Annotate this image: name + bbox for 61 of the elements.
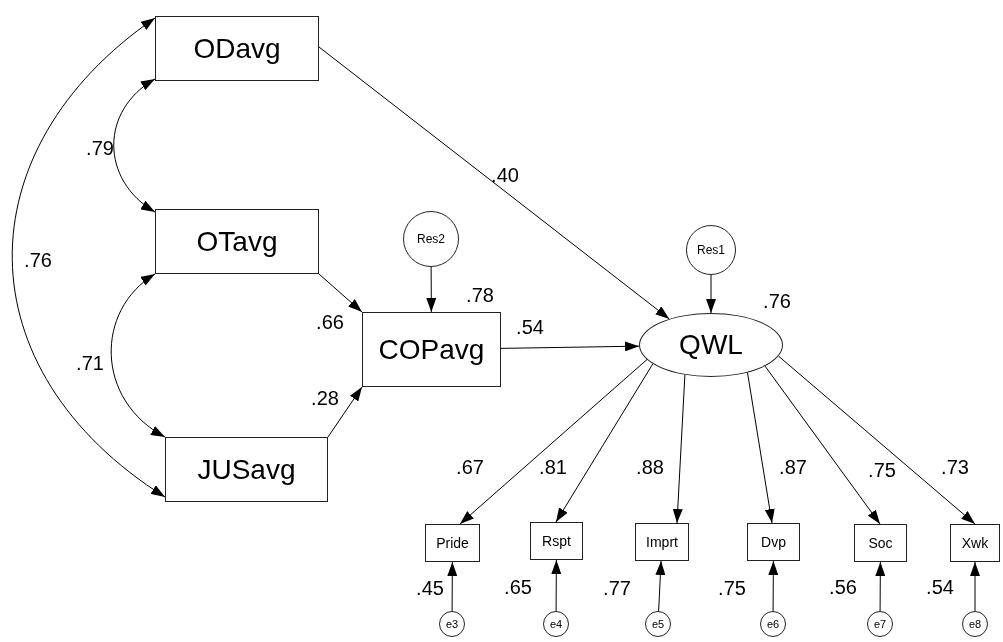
error-circle: e7 <box>867 611 893 637</box>
residual-circle: Res1 <box>686 225 736 275</box>
indicator-box: Xwk <box>950 524 1000 562</box>
path-arrow <box>551 559 562 612</box>
edge-label: .66 <box>316 312 344 332</box>
observed-variable-box: OTavg <box>155 209 319 274</box>
indicator-box: Rspt <box>530 522 583 560</box>
edge-label: .40 <box>491 165 519 185</box>
observed-variable-box: JUSavg <box>165 437 328 502</box>
error-circle: e6 <box>760 611 786 637</box>
path-arrow <box>459 359 648 525</box>
path-arrow <box>655 560 666 612</box>
r-squared-value: .77 <box>603 578 631 598</box>
path-arrow <box>318 273 363 313</box>
edge-label: .76 <box>24 250 52 270</box>
r-squared-value: .45 <box>416 578 444 598</box>
error-circle: e8 <box>962 611 988 637</box>
observed-variable-box: COPavg <box>362 312 501 387</box>
edge-label: .73 <box>941 457 969 477</box>
path-arrow <box>970 561 980 612</box>
path-arrow <box>318 46 670 320</box>
indicator-box: Imprt <box>635 523 689 561</box>
path-arrow <box>875 561 886 612</box>
path-arrow <box>555 363 654 523</box>
r-squared-value: .76 <box>763 291 791 311</box>
edge-label: .71 <box>76 353 104 373</box>
covariance-arrow <box>110 273 166 438</box>
covariance-arrow <box>11 17 166 498</box>
path-arrow <box>426 266 437 313</box>
edge-label: .79 <box>86 138 114 158</box>
error-circle: e4 <box>543 611 569 637</box>
error-circle: e3 <box>439 611 465 637</box>
indicator-box: Pride <box>425 524 480 562</box>
path-arrow <box>706 274 716 314</box>
edge-label: .67 <box>456 457 484 477</box>
edge-label: .28 <box>311 388 339 408</box>
indicator-box: Dvp <box>747 523 800 561</box>
observed-variable-box: ODavg <box>155 16 319 81</box>
edge-label: .75 <box>868 460 896 480</box>
r-squared-value: .56 <box>829 577 857 597</box>
residual-circle: Res2 <box>403 211 459 267</box>
path-arrow <box>327 386 363 438</box>
path-arrow <box>672 374 686 524</box>
path-arrow <box>764 365 881 525</box>
error-circle: e5 <box>645 611 671 637</box>
path-arrow <box>768 560 779 612</box>
edge-label: .88 <box>636 457 664 477</box>
edge-label: .54 <box>516 317 544 337</box>
edge-label: .81 <box>539 457 567 477</box>
r-squared-value: .54 <box>926 577 954 597</box>
r-squared-value: .65 <box>504 577 532 597</box>
r-squared-value: .75 <box>718 578 746 598</box>
indicator-box: Soc <box>854 524 907 562</box>
edge-label: .87 <box>779 457 807 477</box>
r-squared-value: .78 <box>466 285 494 305</box>
path-arrow <box>747 372 775 524</box>
path-arrow <box>447 561 458 612</box>
covariance-arrow <box>113 78 156 213</box>
latent-variable-ellipse: QWL <box>639 313 783 377</box>
path-arrow <box>500 341 640 352</box>
path-arrow <box>778 355 976 525</box>
